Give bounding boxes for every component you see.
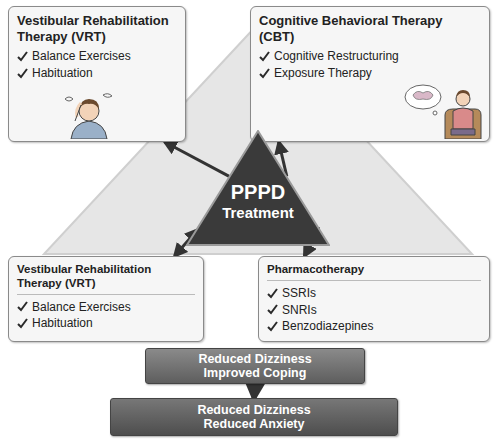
therapy-box: Cognitive Behavioral Therapy (CBT) Cognit… [250,6,490,142]
check-icon [259,51,270,62]
check-icon [17,318,28,329]
box-heading: Vestibular Rehabilitation Therapy (VRT) [17,263,195,295]
triangle-fill [187,131,329,245]
box-heading: Pharmacotherapy [267,263,481,281]
therapy-box: Vestibular Rehabilitation Therapy (VRT) B… [8,256,204,342]
list-item: Habituation [17,65,177,82]
therapy-session-illustration [401,81,485,139]
therapy-box: Vestibular Rehabilitation Therapy (VRT) B… [8,6,186,142]
check-stroke [18,69,27,77]
triangle-subtitle: Treatment [186,204,330,222]
box-heading: Vestibular Rehabilitation Therapy (VRT) [17,13,177,44]
check-icon [259,68,270,79]
list-item-text: Cognitive Restructuring [274,48,399,65]
connector-arrow [165,142,230,176]
check-stroke [260,69,269,77]
list-item-text: SNRIs [282,302,317,319]
check-icon [17,68,28,79]
list-item: SNRIs [267,302,481,319]
list-item: Cognitive Restructuring [259,48,481,65]
check-icon [267,288,278,299]
list-item-text: Habituation [32,315,93,332]
check-stroke [18,319,27,327]
therapy-box: PharmacotherapySSRIsSNRIsBenzodiazepines [258,256,490,342]
check-stroke [260,52,269,60]
connector-arrow [254,384,255,398]
outcome-box: Reduced Dizziness Reduced Anxiety [110,398,398,436]
list-item-text: Habituation [32,65,93,82]
check-stroke [268,305,277,313]
list-item: SSRIs [267,285,481,302]
list-item-text: Benzodiazepines [282,318,373,335]
check-icon [267,321,278,332]
check-icon [267,304,278,315]
check-stroke [268,322,277,330]
list-item: Benzodiazepines [267,318,481,335]
check-icon [17,301,28,312]
check-stroke [18,52,27,60]
list-item-text: SSRIs [282,285,316,302]
outcome-text: Reduced Dizziness Reduced Anxiety [184,403,324,432]
list-item: Balance Exercises [17,299,195,316]
list-item: Balance Exercises [17,48,177,65]
dizzy-person-illustration [59,91,119,139]
triangle-title: PPPD [186,130,330,204]
list-item: Exposure Therapy [259,65,481,82]
check-stroke [18,302,27,310]
check-stroke [268,289,277,297]
list-item-text: Exposure Therapy [274,65,372,82]
check-icon [17,51,28,62]
box-heading: Cognitive Behavioral Therapy (CBT) [259,13,481,44]
treatment-triangle: PPPDTreatment [186,130,330,246]
outcome-text: Reduced Dizziness Improved Coping [185,352,325,381]
list-item-text: Balance Exercises [32,299,131,316]
outcome-box: Reduced Dizziness Improved Coping [145,348,365,384]
list-item: Habituation [17,315,195,332]
list-item-text: Balance Exercises [32,48,131,65]
